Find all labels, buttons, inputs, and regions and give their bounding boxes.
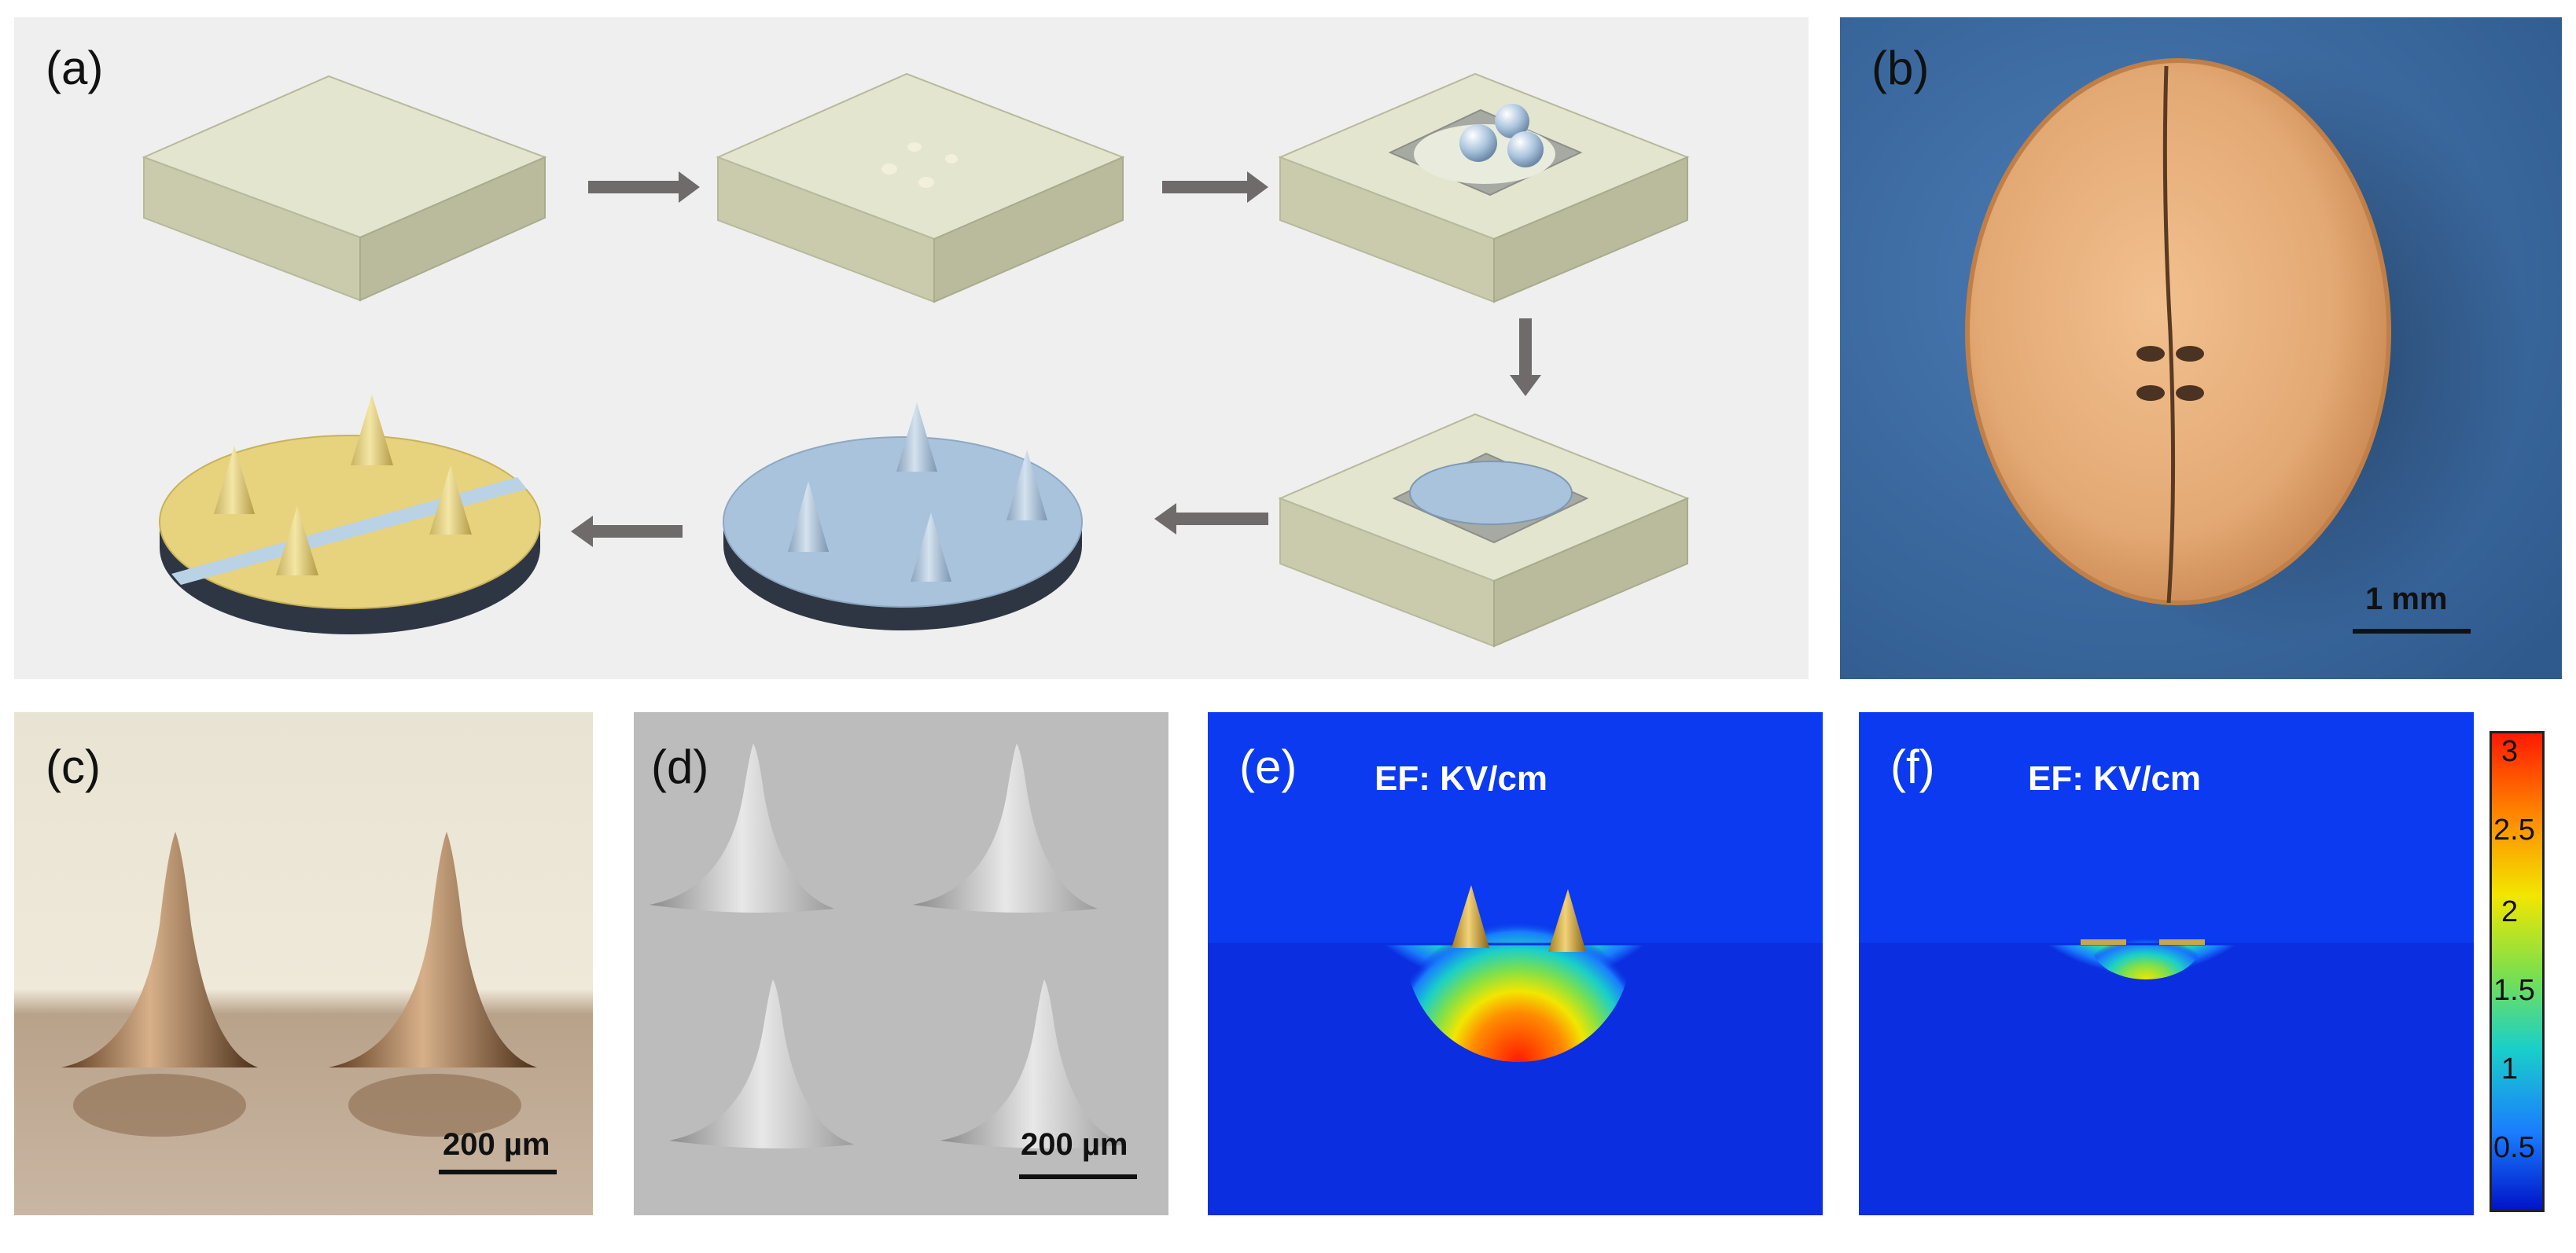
colorbar-tick: 1 [2501,1053,2519,1086]
sem-cone [669,979,854,1148]
panel-f: (f) EF: KV/cm [1859,712,2474,1215]
pmma-block-4 [1278,413,1690,648]
panel-c-label: (c) [46,740,101,793]
colorbar: 3 2.5 2 1.5 1 0.5 [2490,731,2545,1212]
field-map-f [1859,712,2474,1215]
panel-f-label: (f) [1890,740,1935,793]
arrow-right-1 [588,171,700,203]
microneedle-left [61,832,258,1067]
sphere [1459,124,1497,162]
panel-a-label: (a) [46,42,104,94]
panel-d: (d) 200 µm [634,712,1168,1215]
colorbar-tick: 2.5 [2493,814,2535,847]
panel-b-label: (b) [1871,42,1930,94]
panel-d-label: (d) [651,740,709,793]
field-map-e [1208,712,1823,1215]
colorbar-tick: 1.5 [2493,974,2535,1007]
flat-electrode [2081,939,2126,945]
fabrication-schematic [142,72,1690,648]
colorbar-tick: 0.5 [2493,1131,2535,1164]
colorbar-tick: 3 [2501,735,2519,768]
sphere [1507,131,1544,167]
simulated-needle [1452,885,1489,948]
panel-e: (e) EF: KV/cm [1208,712,1823,1215]
flat-electrode [2159,939,2205,945]
panel-a: (a) [14,17,1809,679]
scale-bar-c [439,1170,557,1174]
field-text-e: EF: KV/cm [1374,759,1548,798]
scale-text-b: 1 mm [2365,582,2448,616]
scale-bar-b [2353,629,2471,634]
pmma-block-2 [716,72,1125,303]
arrow-down [1510,318,1541,396]
scale-text-c: 200 µm [443,1127,550,1162]
arrow-left-1 [1154,503,1268,535]
pmma-block-1 [142,75,547,302]
gold-microneedle-disc [159,395,541,634]
arrow-right-2 [1162,171,1268,203]
sem-microneedles [634,712,1168,1215]
gap-line [2162,65,2176,604]
scale-bar-d [1019,1174,1137,1179]
optical-microneedles [14,712,593,1215]
mold-disc-with-cones [723,402,1083,630]
device-photo [1840,17,2562,679]
electrode-marks [2136,346,2204,401]
sem-cone [913,744,1098,913]
sem-cone [940,979,1125,1148]
sphere [1495,104,1529,138]
panel-b: (b) 1 mm [1840,17,2562,679]
colorbar-tick: 2 [2501,895,2519,928]
sem-cone [650,744,834,913]
microneedle-right [329,832,537,1067]
panel-c: (c) 200 µm [14,712,593,1215]
pmma-block-3 [1278,72,1690,303]
scale-text-d: 200 µm [1021,1127,1128,1162]
panel-e-label: (e) [1239,740,1297,793]
copper-disc [1965,58,2391,605]
simulated-needle [1548,889,1586,952]
field-text-f: EF: KV/cm [2028,759,2202,798]
arrow-left-2 [571,516,683,547]
